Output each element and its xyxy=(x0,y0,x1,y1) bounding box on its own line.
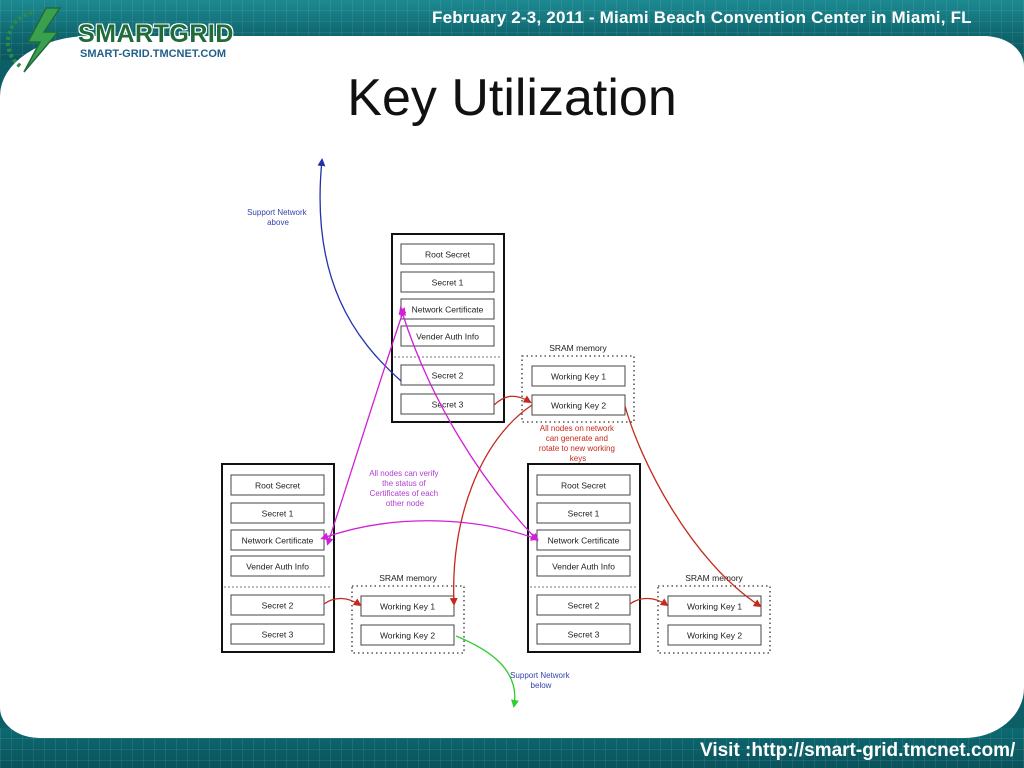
top-secret-3-label: Secret 3 xyxy=(432,400,464,410)
node-right: Root Secret Secret 1 Network Certificate… xyxy=(527,463,641,653)
note-rotate-keys: All nodes on network can generate and ro… xyxy=(539,424,617,463)
right-root-secret-label: Root Secret xyxy=(561,481,607,491)
top-secret-1-box xyxy=(400,271,495,293)
arrow-cert-top-right xyxy=(398,306,539,542)
sram-top-label: SRAM memory xyxy=(549,343,607,353)
sram-right-label: SRAM memory xyxy=(685,573,743,583)
arrow-support-below xyxy=(455,635,519,708)
top-root-secret-label: Root Secret xyxy=(425,250,471,260)
left-secret-3-box xyxy=(230,623,325,645)
sram-right-frame xyxy=(657,585,771,654)
smartgrid-logo: SMARTGRID SMART-GRID.TMCNET.COM xyxy=(5,4,246,76)
sram-right-working-key-1-label: Working Key 1 xyxy=(687,602,742,612)
note-verify-line-1: All nodes can verify xyxy=(369,469,438,478)
event-banner: February 2-3, 2011 - Miami Beach Convent… xyxy=(432,8,972,27)
top-secret-1-label: Secret 1 xyxy=(432,278,464,288)
right-secret-2-box xyxy=(536,594,631,616)
note-verify-line-4: other node xyxy=(386,499,425,508)
arrow-left-secret-to-working-key xyxy=(323,597,362,607)
left-root-secret-label: Root Secret xyxy=(255,481,301,491)
left-secret-1-box xyxy=(230,502,325,524)
right-vender-auth-label: Vender Auth Info xyxy=(552,562,615,572)
note-support-above-line-2: above xyxy=(267,218,289,227)
sram-left-frame xyxy=(351,585,465,654)
sram-top: SRAM memory Working Key 1 Working Key 2 xyxy=(521,343,635,423)
left-vender-auth-box xyxy=(230,555,325,577)
arrow-cert-left-right xyxy=(320,520,539,541)
right-vender-auth-box xyxy=(536,555,631,577)
sram-right-working-key-2-box xyxy=(667,624,762,646)
footer-visit-url: Visit :http://smart-grid.tmcnet.com/ xyxy=(700,740,1016,761)
left-network-certificate-label: Network Certificate xyxy=(242,536,314,546)
node-left: Root Secret Secret 1 Network Certificate… xyxy=(221,463,335,653)
arrow-rotate-to-right xyxy=(624,405,762,608)
sram-right-working-key-2-label: Working Key 2 xyxy=(687,631,742,641)
sram-left-label: SRAM memory xyxy=(379,573,437,583)
note-rotate-line-1: All nodes on network xyxy=(540,424,615,433)
note-support-below: Support Network below xyxy=(510,671,572,690)
note-verify-certificates: All nodes can verify the status of Certi… xyxy=(369,469,441,508)
slide-title: Key Utilization xyxy=(347,69,677,127)
top-secret-2-label: Secret 2 xyxy=(432,371,464,381)
right-secret-2-label: Secret 2 xyxy=(568,601,600,611)
arrow-cert-left-top xyxy=(325,307,406,546)
logo-wordmark: SMARTGRID xyxy=(78,20,234,48)
sram-top-working-key-1-label: Working Key 1 xyxy=(551,372,606,382)
logo-url: SMART-GRID.TMCNET.COM xyxy=(80,48,227,60)
left-secret-2-box xyxy=(230,594,325,616)
right-network-certificate-label: Network Certificate xyxy=(548,536,620,546)
note-rotate-line-2: can generate and xyxy=(546,434,608,443)
arrow-right-secret-to-working-key xyxy=(629,597,669,607)
sram-top-working-key-2-label: Working Key 2 xyxy=(551,401,606,411)
sram-left-working-key-2-label: Working Key 2 xyxy=(380,631,435,641)
note-support-above-line-1: Support Network xyxy=(247,208,308,217)
right-secret-3-label: Secret 3 xyxy=(568,630,600,640)
sram-left: SRAM memory Working Key 1 Working Key 2 xyxy=(351,573,465,654)
left-secret-2-label: Secret 2 xyxy=(262,601,294,611)
top-network-certificate-label: Network Certificate xyxy=(412,305,484,315)
sram-left-working-key-2-box xyxy=(360,624,455,646)
note-rotate-line-3: rotate to new working xyxy=(539,444,615,453)
note-rotate-line-4: keys xyxy=(570,454,586,463)
top-vender-auth-label: Vender Auth Info xyxy=(416,332,479,342)
sram-left-working-key-1-label: Working Key 1 xyxy=(380,602,435,612)
arrow-rotate-to-left xyxy=(449,404,533,606)
left-vender-auth-label: Vender Auth Info xyxy=(246,562,309,572)
left-root-secret-box xyxy=(230,474,325,496)
left-secret-3-label: Secret 3 xyxy=(262,630,294,640)
lightning-logo-icon xyxy=(5,7,62,73)
note-support-below-line-1: Support Network xyxy=(510,671,571,680)
right-secret-3-box xyxy=(536,623,631,645)
note-support-below-line-2: below xyxy=(531,681,552,690)
note-verify-line-3: Certificates of each xyxy=(370,489,438,498)
arrow-support-above xyxy=(317,158,402,382)
sram-top-frame xyxy=(521,355,635,423)
sram-right: SRAM memory Working Key 1 Working Key 2 xyxy=(657,573,771,654)
top-root-secret-box xyxy=(400,243,495,265)
right-secret-1-label: Secret 1 xyxy=(568,509,600,519)
node-top: Root Secret Secret 1 Network Certificate… xyxy=(391,233,505,423)
left-secret-1-label: Secret 1 xyxy=(262,509,294,519)
note-verify-line-2: the status of xyxy=(382,479,426,488)
arrow-top-secret-to-working-key xyxy=(493,395,532,406)
note-support-above: Support Network above xyxy=(247,208,309,227)
